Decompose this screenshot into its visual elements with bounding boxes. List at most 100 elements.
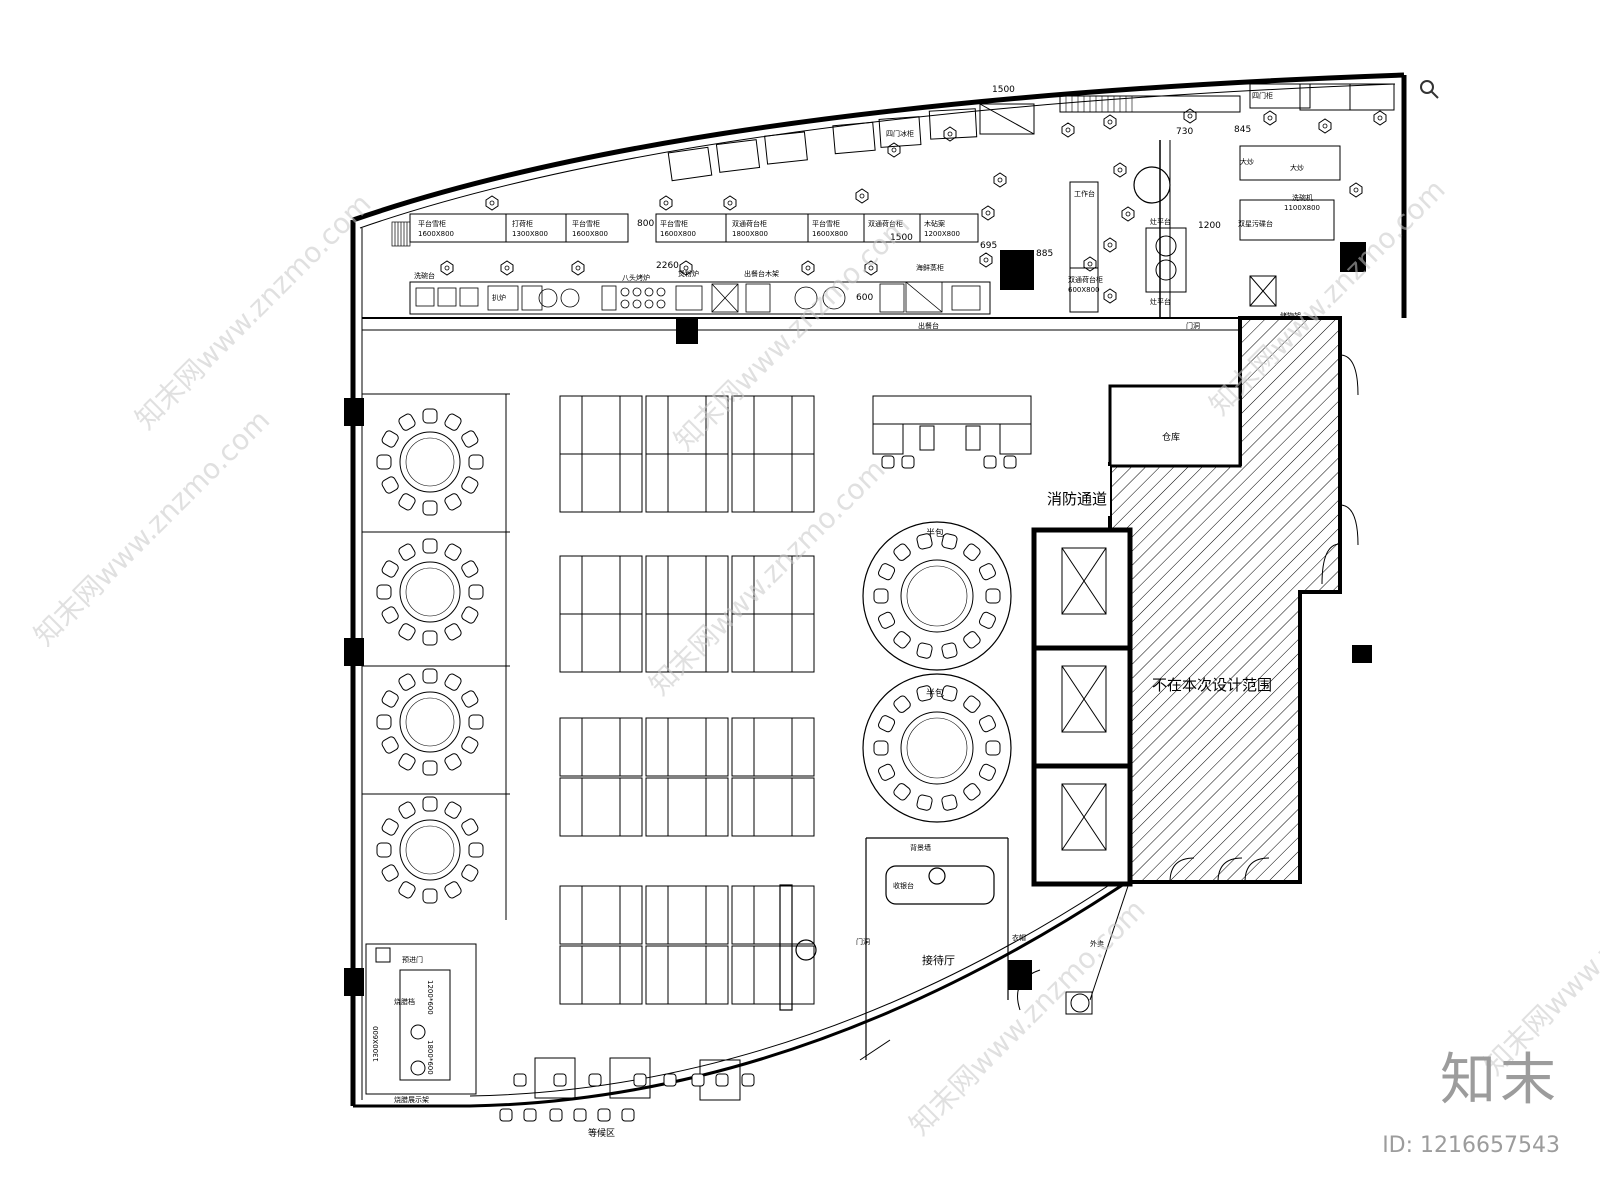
noodle-label: 煲粉炉: [678, 269, 699, 278]
door-hole-label: 门洞: [1186, 321, 1200, 330]
cashier-label: 收银台: [893, 881, 914, 890]
wash-machine-size: 1100X800: [1284, 204, 1320, 212]
chair: [978, 563, 996, 581]
kitchen-lamps: [440, 108, 1387, 304]
chair: [468, 842, 484, 858]
booth-seat: [619, 555, 643, 615]
bbq-show-label: 烧腊展示架: [394, 1095, 429, 1104]
serve-lamp-label: 出餐台木架: [744, 269, 779, 278]
chair: [422, 538, 438, 554]
booth-seat: [619, 717, 643, 777]
dual-lotus-1-size: 1800X800: [732, 230, 768, 238]
chair: [978, 611, 996, 629]
dim-1500b: 1500: [890, 233, 913, 243]
chair: [893, 695, 911, 713]
chair: [461, 864, 479, 882]
chair: [422, 888, 438, 904]
private-rooms: [362, 393, 510, 920]
big-wok-1-label: 大炒: [1240, 157, 1254, 166]
bbq-booth-label: 烧腊档: [394, 997, 415, 1006]
booth-seat: [731, 777, 755, 837]
booth-seat: [645, 885, 669, 945]
chair: [422, 760, 438, 776]
chair: [398, 753, 416, 771]
wash-machine-label: 洗碗机: [1292, 193, 1313, 202]
roast-label: 八头烤炉: [622, 273, 650, 282]
booth-seat: [667, 945, 707, 1005]
stove-table-1-label: 灶平台: [1150, 217, 1171, 226]
dual-lotus-3-label: 双通荷台柜: [1068, 275, 1103, 284]
prep-door-label: 预进门: [402, 955, 423, 964]
chair: [978, 715, 996, 733]
chair: [941, 533, 958, 550]
dim-1300x600: 1300X600: [372, 1026, 380, 1062]
four-door-fridge-label: 四门冰柜: [886, 129, 914, 138]
booth-seat: [581, 613, 621, 673]
table-fridge-3-size: 1600X800: [660, 230, 696, 238]
chair: [376, 842, 392, 858]
booth-seat: [581, 777, 621, 837]
reception-label: 接待厅: [922, 953, 955, 967]
booth-seat: [619, 885, 643, 945]
dual-lotus-1-label: 双通荷台柜: [732, 219, 767, 228]
booth-seat: [619, 777, 643, 837]
dim-1500a: 1500: [992, 85, 1015, 95]
booth-seat: [667, 777, 707, 837]
dim-1200x600: 1200*600: [426, 980, 434, 1015]
chair: [422, 500, 438, 516]
booth-seat: [581, 717, 621, 777]
chair: [422, 630, 438, 646]
chair: [468, 714, 484, 730]
chair: [381, 864, 399, 882]
entrance-doors: [859, 879, 1131, 1061]
table-fridge-4-size: 1600X800: [812, 230, 848, 238]
chair: [444, 493, 462, 511]
table-fridge-4-label: 平台雪柜: [812, 219, 840, 228]
chair: [444, 673, 462, 691]
booth-seat: [791, 453, 815, 513]
hood-rack-label: 储物架: [1280, 311, 1301, 320]
round-table: [873, 685, 1001, 811]
dim-1200: 1200: [1198, 221, 1221, 231]
magnifier-icon[interactable]: [1418, 78, 1440, 100]
dim-845: 845: [1234, 125, 1251, 135]
round-table: [376, 538, 484, 646]
booth-seat: [559, 613, 583, 673]
chair: [873, 588, 889, 604]
chair: [916, 794, 933, 811]
dining-booths: [559, 395, 815, 1005]
watermark-text: 知末网www.znzmo.com: [903, 893, 1152, 1142]
dim-730: 730: [1176, 127, 1193, 137]
brand-logo: 知末: [1440, 1048, 1560, 1113]
booth-seat: [645, 717, 669, 777]
dim-600: 600: [856, 293, 873, 303]
chair: [941, 794, 958, 811]
chair: [444, 753, 462, 771]
booth-seat: [753, 613, 793, 673]
dual-lotus-2-label: 双通荷台柜: [868, 219, 903, 228]
chair: [381, 606, 399, 624]
fire-passage-label: 消防通道: [1047, 490, 1107, 508]
chair: [963, 631, 981, 649]
chair: [878, 715, 896, 733]
wood-board-size: 1200X800: [924, 230, 960, 238]
chair: [398, 623, 416, 641]
chair: [422, 408, 438, 424]
booth-seat: [581, 453, 621, 513]
chair: [963, 543, 981, 561]
chair: [422, 668, 438, 684]
image-id: ID: 1216657543: [1382, 1133, 1560, 1158]
chair: [398, 413, 416, 431]
chair: [444, 801, 462, 819]
labels: 消防通道 不在本次设计范围 接待厅 等候区 仓库 半包 半包 背景墙 收银台 门…: [372, 85, 1320, 1139]
bbq-booth: [365, 943, 477, 1095]
booth-seat: [731, 945, 755, 1005]
chair: [963, 783, 981, 801]
booth-seat: [645, 395, 669, 455]
chair: [461, 560, 479, 578]
table-fridge-1-label: 平台雪柜: [418, 219, 446, 228]
round-table: [376, 796, 484, 904]
booth-seat: [753, 395, 793, 455]
stove-table-2-label: 灶平台: [1150, 297, 1171, 306]
